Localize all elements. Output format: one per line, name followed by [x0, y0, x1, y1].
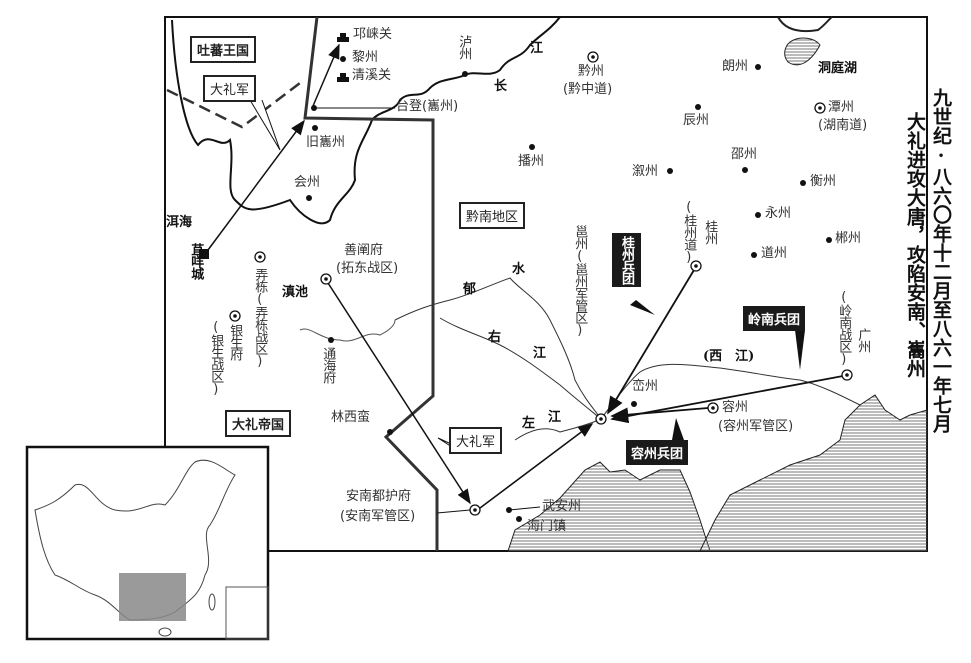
label-tuodong: (拓东战区) [336, 261, 399, 276]
arrow-annan [479, 423, 594, 509]
arrow-dali-south [327, 282, 471, 505]
region-tubo: 吐蕃王国 [190, 36, 257, 63]
army-guizhou: 桂州兵团 [612, 233, 641, 287]
arrow-lingnan [610, 375, 844, 424]
leader [508, 506, 541, 511]
label-chenzhou: 辰州 [683, 113, 710, 128]
label-huizhou: 会州 [294, 175, 321, 190]
region-dali-empire: 大礼帝国 [225, 410, 292, 437]
label-xuzhou: 溆州 [632, 164, 659, 179]
lake-shore [777, 16, 833, 33]
label-shui: 水 [512, 262, 526, 277]
label-luzhou: 泸州 [456, 35, 472, 59]
label-yangjucheng: 苴咩城 [188, 243, 204, 279]
label-you-jiang: 江 [533, 346, 547, 361]
label-langzhou: 朗州 [722, 59, 749, 74]
label-dianchi: 滇池 [282, 285, 309, 300]
capital-marker-dots [233, 55, 849, 512]
dongting-lake [784, 37, 821, 66]
label-xijiang: (西 江) [703, 349, 755, 364]
army-lingnan: 岭南兵团 [743, 306, 806, 331]
capital-markers [229, 51, 853, 516]
label-shanchan: 善阐府 [344, 243, 384, 258]
label-yinsheng: 银生府 [227, 324, 243, 360]
city-dots [306, 56, 832, 522]
arrow-rongzhou [610, 407, 709, 422]
label-you: 右 [488, 330, 502, 345]
label-qianzhongdao: (黔中道) [563, 82, 613, 97]
label-qianzhou: 黔州 [578, 64, 605, 79]
label-lizhou: 黎州 [352, 50, 379, 65]
label-hunandao: (湖南道) [818, 118, 868, 133]
inset-map [25, 440, 280, 641]
label-erhai: 洱海 [166, 215, 193, 230]
army-dali-south: 大礼军 [449, 427, 503, 454]
callout-pointer [630, 300, 655, 315]
border-line [303, 16, 439, 551]
label-linximan: 林西蛮 [331, 410, 371, 425]
map-title-event: 大礼进攻大唐，攻陷安南、巂州 [904, 112, 926, 378]
arrow-dali-qionglai [312, 43, 340, 107]
arrow-dali-north [204, 119, 305, 255]
label-jiuxizhou: 旧巂州 [306, 135, 346, 150]
label-taideng: 台登(巂州) [396, 99, 459, 114]
arrow-guizhou [607, 269, 695, 415]
callout-pointer [672, 418, 684, 440]
yu-river [394, 277, 602, 420]
label-lingnan-zone: (岭南战区) [836, 290, 852, 366]
label-tanzhou: 潭州 [828, 100, 855, 115]
fortress-icons [199, 33, 349, 259]
label-rongzhou-zone: (容州军管区) [718, 419, 794, 434]
label-haimen: 海门镇 [527, 519, 567, 534]
army-rongzhou: 容州兵团 [626, 440, 689, 465]
map-title-date: 九世纪·八六〇年十二月至八六一年七月 [930, 88, 952, 433]
callout-pointer [249, 99, 281, 151]
xi-river [600, 363, 861, 420]
label-yongzhou: 邕州(邕州军管区) [572, 225, 588, 337]
label-rongzhou: 容州 [722, 400, 749, 415]
river [299, 319, 396, 342]
label-daozhou: 道州 [761, 246, 788, 261]
label-luanzhou: 峦州 [632, 379, 659, 394]
label-annan-zone: (安南军管区) [340, 509, 416, 524]
label-yinsheng-zone: (银生战区) [208, 320, 224, 396]
sea [699, 394, 928, 552]
label-changjiang-1: 长 [494, 79, 508, 94]
label-zuo-jiang: 江 [548, 410, 562, 425]
label-wuanzhou: 武安州 [542, 499, 582, 514]
callout-pointer [795, 330, 805, 370]
label-zuo: 左 [522, 416, 536, 431]
sea [507, 461, 711, 552]
label-tonghai: 通海府 [320, 347, 336, 383]
label-shaozhou: 邵州 [731, 147, 758, 162]
label-changjiang-2: 江 [530, 41, 544, 56]
you-river [439, 317, 602, 420]
label-chenzhou-2: 郴州 [835, 231, 862, 246]
label-bozhou: 播州 [518, 154, 545, 169]
label-annan: 安南都护府 [346, 489, 412, 504]
territory-outline [171, 19, 373, 225]
dashed-border [166, 79, 305, 129]
label-guangzhou: 广州 [855, 328, 871, 352]
label-nongdong: 弄栋(弄栋战区) [252, 268, 268, 368]
label-guizhou: 桂州 [702, 220, 718, 244]
label-yu: 郁 [463, 282, 477, 297]
army-dali-north: 大礼军 [203, 75, 257, 102]
label-hengzhou: 衡州 [810, 174, 837, 189]
label-qingxi: 清溪关 [352, 68, 392, 83]
label-dongting: 洞庭湖 [818, 61, 858, 76]
leader [436, 509, 471, 514]
label-yongzhou-hunan: 永州 [765, 206, 792, 221]
label-qionglai: 邛崃关 [353, 27, 393, 42]
region-qiannan: 黔南地区 [459, 202, 526, 229]
label-guizhoudao: (桂州道) [681, 200, 697, 264]
